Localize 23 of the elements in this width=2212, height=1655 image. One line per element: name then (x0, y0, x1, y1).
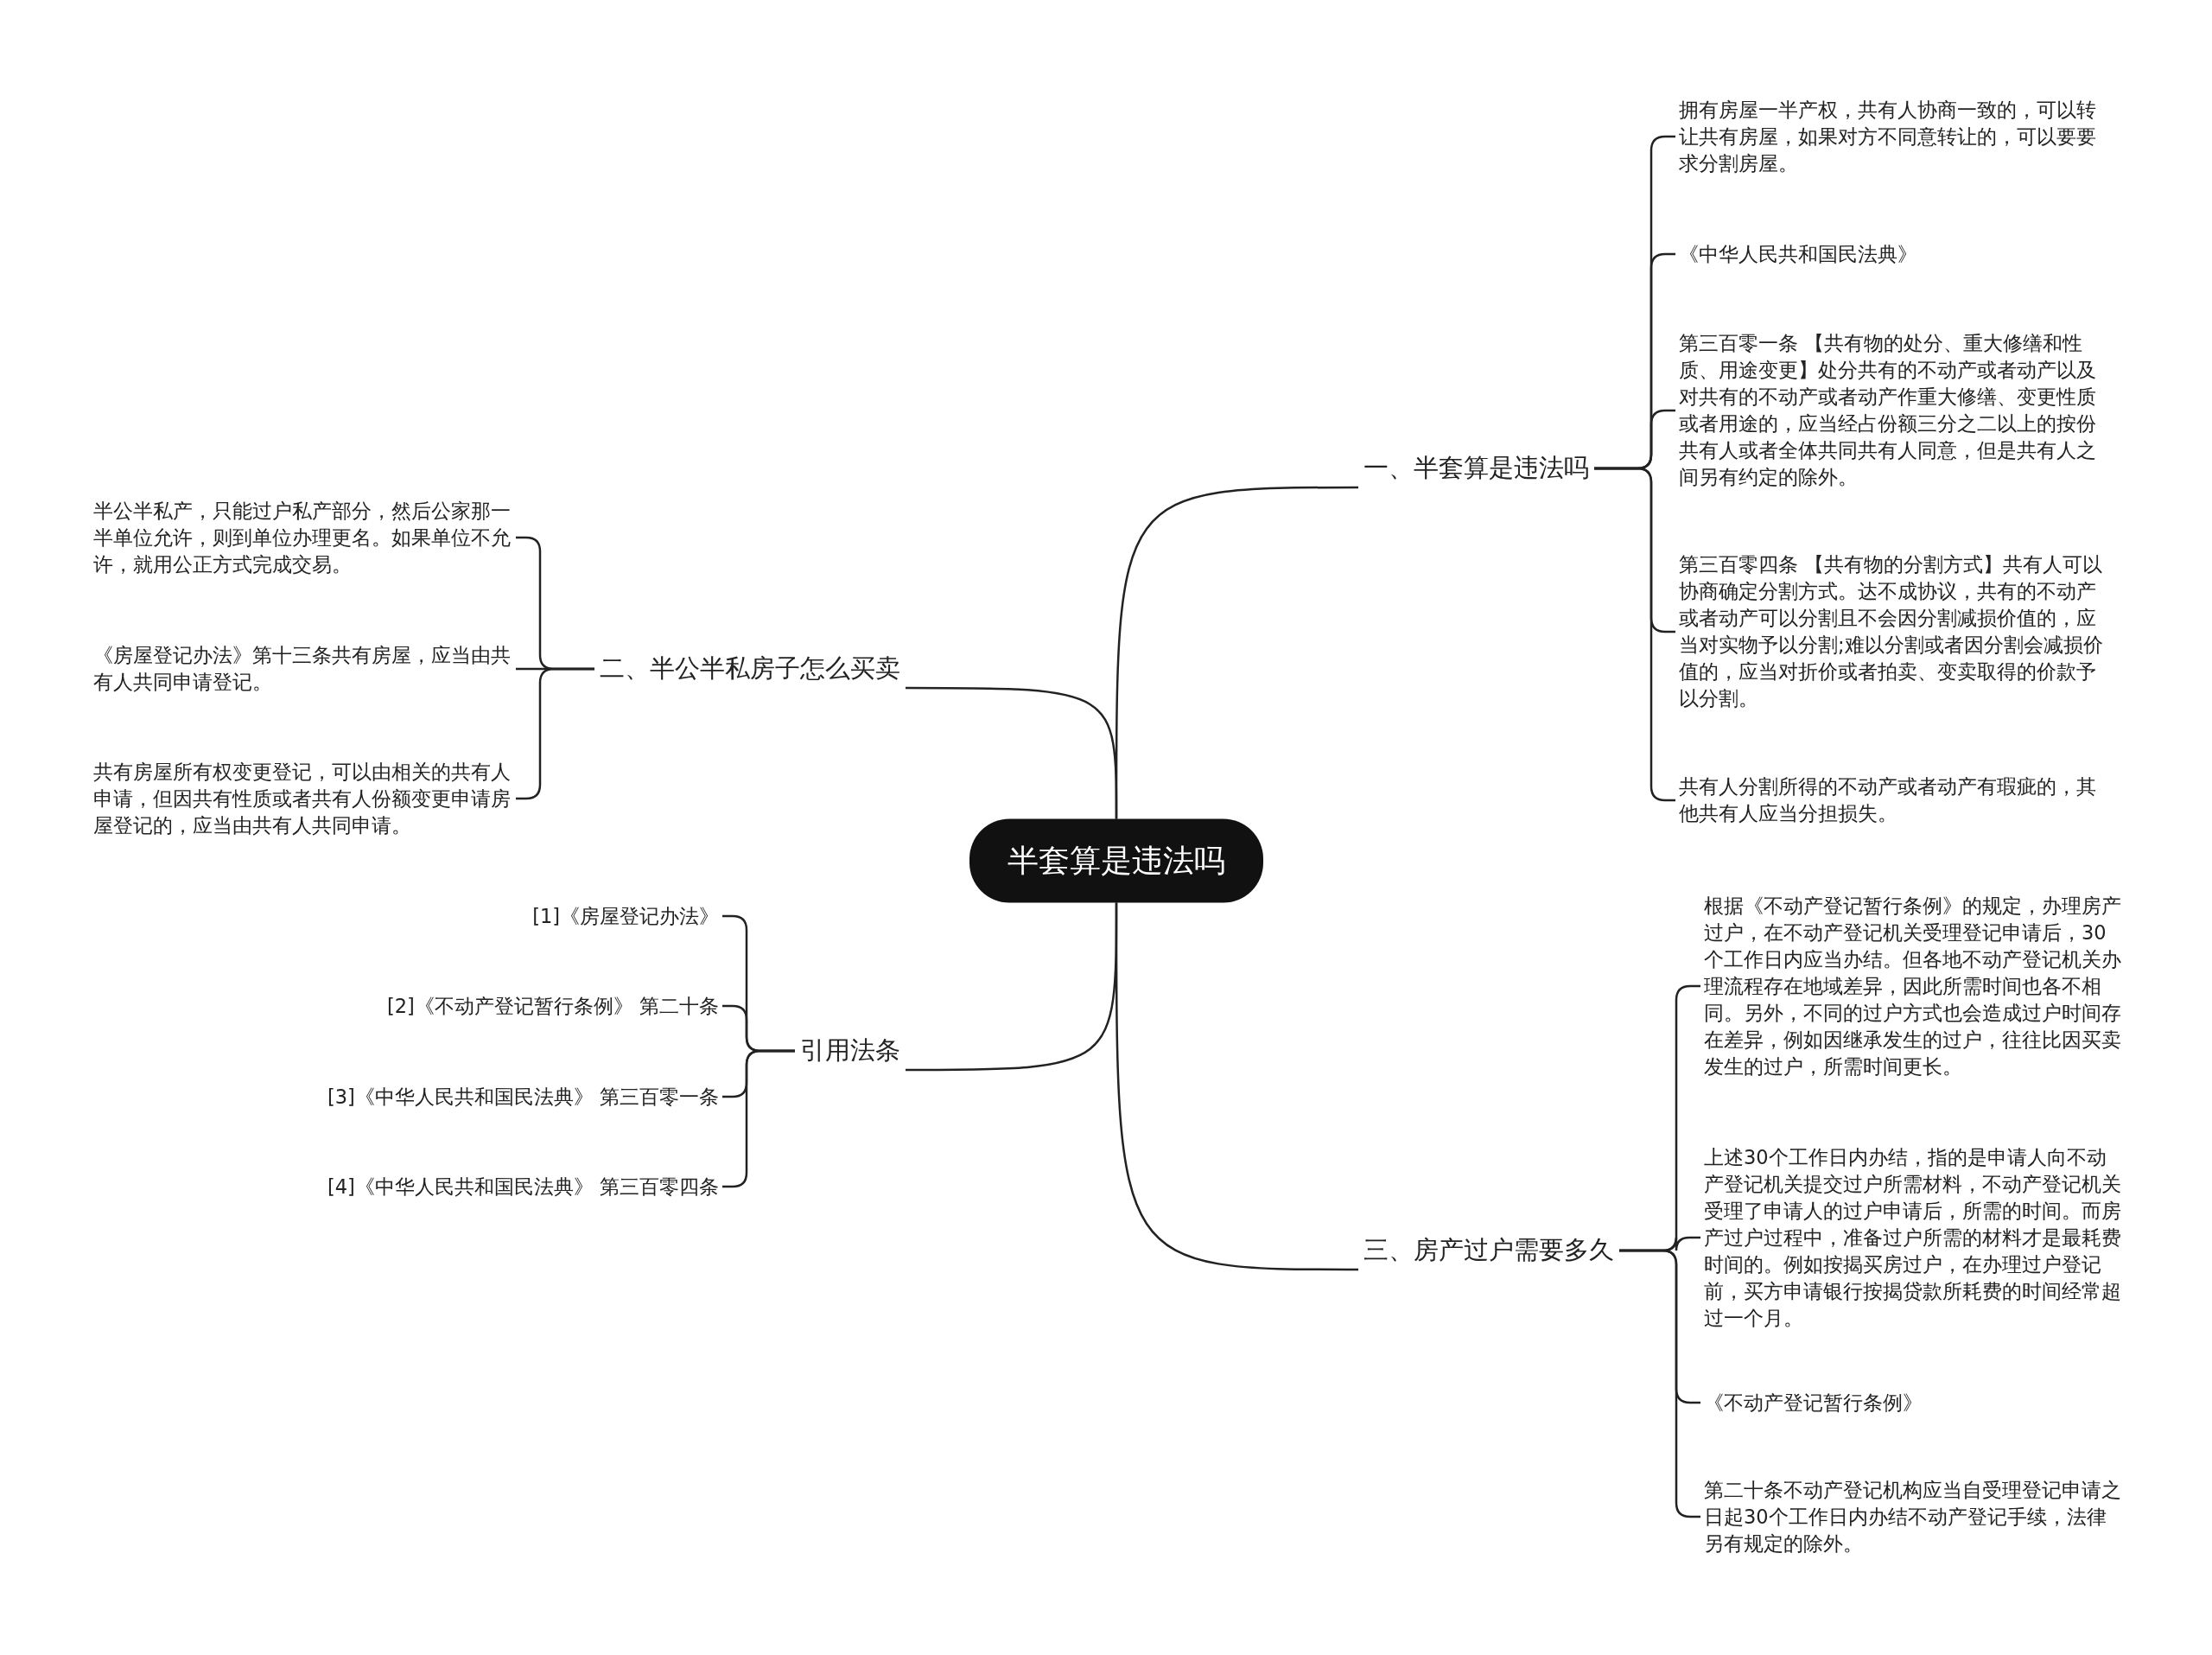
citation-text: [4]《中华人民共和国民法典》 第三百零四条 (327, 1173, 719, 1200)
note-text: 半公半私产，只能过户私产部分，然后公家那一半单位允许，则到单位办理更名。如果单位不允许，就用公正方式完成交易。 (93, 497, 512, 578)
branch-topic: 二、半公半私房子怎么买卖 (594, 646, 906, 691)
branch-topic: 引用法条 (795, 1028, 906, 1073)
note-text: 共有房屋所有权变更登记，可以由相关的共有人申请，但因共有性质或者共有人份额变更申请房屋登记的，应当由共有人共同申请。 (93, 758, 512, 839)
citation-text: [2]《不动产登记暂行条例》 第二十条 (386, 992, 719, 1020)
connector-line (1115, 902, 1358, 1271)
branch-topic: 三、房产过户需要多久 (1358, 1228, 1619, 1273)
citation-text: [3]《中华人民共和国民法典》 第三百零一条 (327, 1083, 719, 1111)
central-topic: 半套算是违法吗 (969, 818, 1263, 903)
citation-text: [1]《房屋登记办法》 (532, 902, 719, 930)
note-text: 《不动产登记暂行条例》 (1704, 1389, 2126, 1416)
note-text: 第三百零一条 【共有物的处分、重大修缮和性质、用途变更】处分共有的不动产或者动产以及对共有的不动产或者动产作重大修缮、变更性质或者用途的，应当经占份额三分之二以上的按份共有人或者全体共同共有人同意，但是共有人之间另有约定的除外。 (1679, 330, 2107, 491)
note-text: 《房屋登记办法》第十三条共有房屋，应当由共有人共同申请登记。 (93, 642, 512, 696)
note-text: 共有人分割所得的不动产或者动产有瑕疵的，其他共有人应当分担损失。 (1679, 773, 2107, 827)
note-text: 上述30个工作日内办结，指的是申请人向不动产登记机关提交过户所需材料，不动产登记机关受理了申请人的过户申请后，所需的时间。而房产过户过程中，准备过户所需的材料才是最耗费时间的。例如按揭买房过户，在办理过户登记前，买方申请银行按揭贷款所耗费的时间经常超过一个月。 (1704, 1143, 2126, 1332)
note-text: 第三百零四条 【共有物的分割方式】共有人可以协商确定分割方式。达不成协议，共有的不动产或者动产可以分割且不会因分割减损价值的，应当对实物予以分割;难以分割或者因分割会减损价值的，应当对折价或者拍卖、变卖取得的价款予以分割。 (1679, 551, 2107, 712)
note-text: 《中华人民共和国民法典》 (1679, 240, 2107, 268)
note-text: 拥有房屋一半产权，共有人协商一致的，可以转让共有房屋，如果对方不同意转让的，可以要要求分割房屋。 (1679, 96, 2107, 177)
note-text: 根据《不动产登记暂行条例》的规定，办理房产过户，在不动产登记机关受理登记申请后，30个工作日内应当办结。但各地不动产登记机关办理流程存在地域差异，因此所需时间也各不相同。另外，不同的过户方式也会造成过户时间存在差异，例如因继承发生的过户，往往比因买卖发生的过户，所需时间更长。 (1704, 892, 2126, 1080)
note-text: 第二十条不动产登记机构应当自受理登记申请之日起30个工作日内办结不动产登记手续，法律另有规定的除外。 (1704, 1476, 2126, 1557)
branch-topic: 一、半套算是违法吗 (1358, 446, 1594, 491)
connector-line (906, 686, 1118, 819)
